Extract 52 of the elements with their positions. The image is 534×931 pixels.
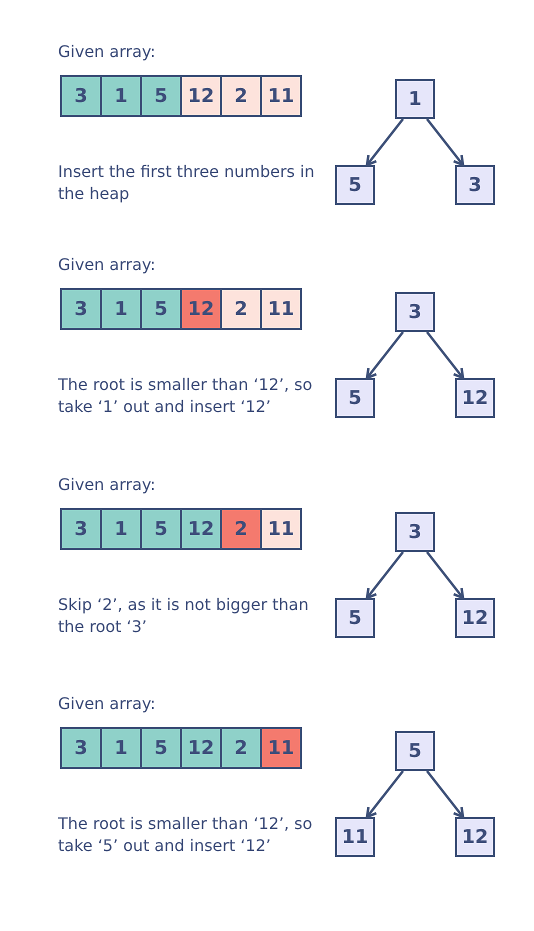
heap-node: 5 — [335, 598, 375, 638]
step-description: Skip ‘2’, as it is not bigger than the root ‘3’ — [58, 594, 310, 638]
array-cell: 3 — [60, 288, 102, 330]
array-cell: 1 — [100, 75, 142, 117]
array-cell: 5 — [140, 75, 182, 117]
array-cell: 11 — [260, 508, 302, 550]
array-cell: 2 — [220, 75, 262, 117]
arrow — [366, 551, 404, 600]
heap-node: 5 — [395, 731, 435, 771]
array-cell: 5 — [140, 727, 182, 769]
arrow — [426, 118, 464, 166]
heap-node: 5 — [335, 165, 375, 205]
arrow — [426, 770, 464, 818]
array-cell: 12 — [180, 75, 222, 117]
heap-node: 12 — [455, 378, 495, 418]
heading-text: Given array: — [58, 474, 156, 496]
heap-node: 3 — [395, 292, 435, 332]
array-cell: 2 — [220, 288, 262, 330]
array-cell: 2 — [220, 727, 262, 769]
array-cell: 5 — [140, 508, 182, 550]
array-cell: 12 — [180, 288, 222, 330]
heap-node: 5 — [335, 378, 375, 418]
array-cell: 3 — [60, 75, 102, 117]
heading-text: Given array: — [58, 41, 156, 63]
array-cell: 1 — [100, 288, 142, 330]
array-cell: 3 — [60, 727, 102, 769]
step-description: The root is smaller than ‘12’, so take ‘5’ out and insert ‘12’ — [58, 813, 314, 857]
arrow — [426, 551, 464, 600]
array-cell: 11 — [260, 75, 302, 117]
array-cell: 11 — [260, 727, 302, 769]
array-cell: 2 — [220, 508, 262, 550]
heap-node: 11 — [335, 817, 375, 857]
array-cell: 12 — [180, 508, 222, 550]
heading-text: Given array: — [58, 254, 156, 276]
arrow — [366, 331, 404, 380]
arrow — [366, 118, 404, 166]
heap-node: 1 — [395, 79, 435, 119]
heap-node: 12 — [455, 598, 495, 638]
array-cell: 12 — [180, 727, 222, 769]
array-cell: 11 — [260, 288, 302, 330]
heap-node: 3 — [455, 165, 495, 205]
array-cell: 3 — [60, 508, 102, 550]
step-description: The root is smaller than ‘12’, so take ‘1’ out and insert ‘12’ — [58, 374, 314, 418]
arrow — [366, 770, 404, 818]
arrow — [426, 331, 464, 380]
heading-text: Given array: — [58, 693, 156, 715]
array-cell: 1 — [100, 508, 142, 550]
heap-node: 12 — [455, 817, 495, 857]
array-cell: 5 — [140, 288, 182, 330]
step-description: Insert the first three numbers in the heap — [58, 161, 316, 205]
heap-node: 3 — [395, 512, 435, 552]
array-cell: 1 — [100, 727, 142, 769]
